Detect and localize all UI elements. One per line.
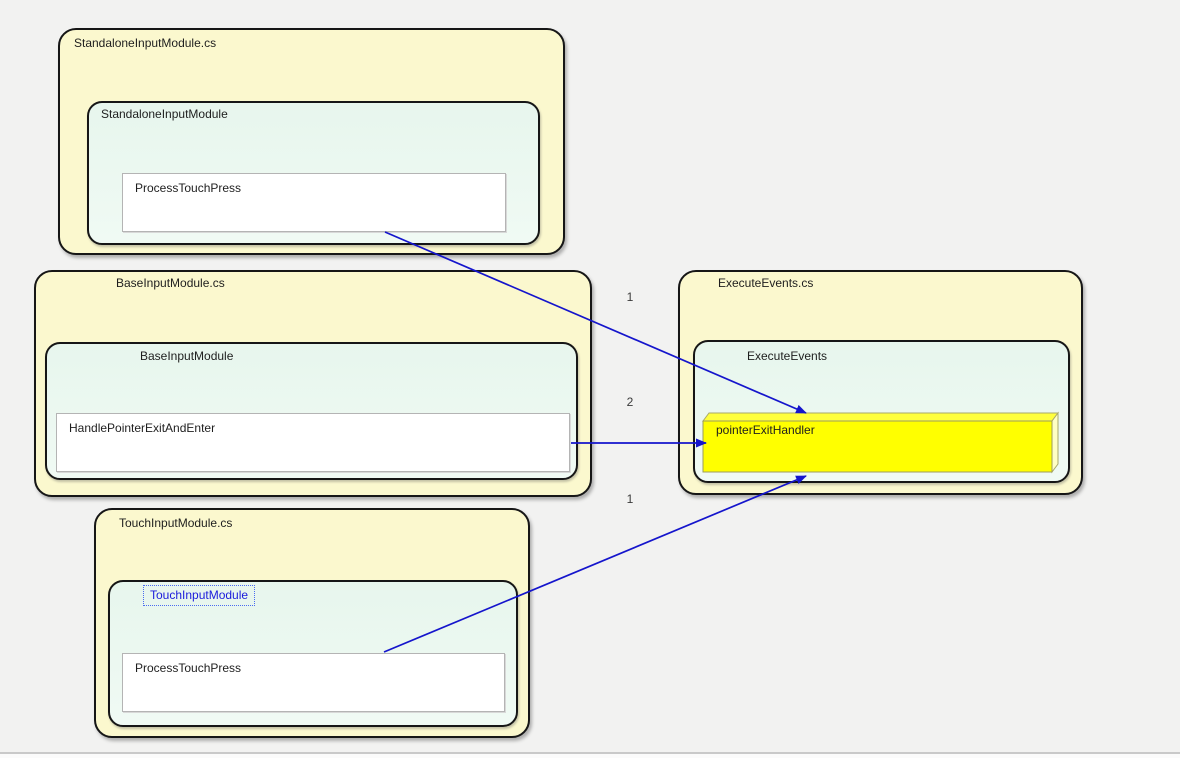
- slab-right-face: [1051, 411, 1059, 474]
- class-label-base-input-module: BaseInputModule: [140, 349, 234, 363]
- class-label-standalone-input-module: StandaloneInputModule: [101, 107, 228, 121]
- method-label-handle-pointer-exit-and-enter: HandlePointerExitAndEnter: [69, 421, 216, 435]
- bottom-strip: [0, 754, 1180, 758]
- edge-count-standalone-to-handler: 1: [626, 290, 634, 304]
- method-label-process-touch-press-standalone: ProcessTouchPress: [135, 181, 242, 195]
- method-node-process-touch-press-touch[interactable]: ProcessTouchPress: [122, 653, 505, 712]
- file-label-base-input-module-cs: BaseInputModule.cs: [116, 276, 225, 290]
- pointer-exit-handler-3d-slab: [702, 411, 1059, 474]
- file-label-touch-input-module-cs: TouchInputModule.cs: [119, 516, 233, 530]
- method-node-process-touch-press-standalone[interactable]: ProcessTouchPress: [122, 173, 506, 232]
- method-node-handle-pointer-exit-and-enter[interactable]: HandlePointerExitAndEnter: [56, 413, 570, 472]
- file-label-standalone-input-module-cs: StandaloneInputModule.cs: [74, 36, 217, 50]
- bottom-divider: [0, 752, 1180, 754]
- slab-top-face: [702, 412, 1059, 422]
- method-node-pointer-exit-handler[interactable]: pointerExitHandler: [701, 411, 1060, 474]
- file-label-execute-events-cs: ExecuteEvents.cs: [718, 276, 814, 290]
- method-label-pointer-exit-handler: pointerExitHandler: [716, 423, 815, 437]
- method-label-process-touch-press-touch: ProcessTouchPress: [135, 661, 242, 675]
- edge-count-base-to-handler: 2: [626, 395, 634, 409]
- class-label-touch-input-module-selected[interactable]: TouchInputModule: [143, 585, 256, 606]
- class-label-execute-events: ExecuteEvents: [747, 349, 828, 363]
- edge-count-touch-to-handler: 1: [626, 492, 634, 506]
